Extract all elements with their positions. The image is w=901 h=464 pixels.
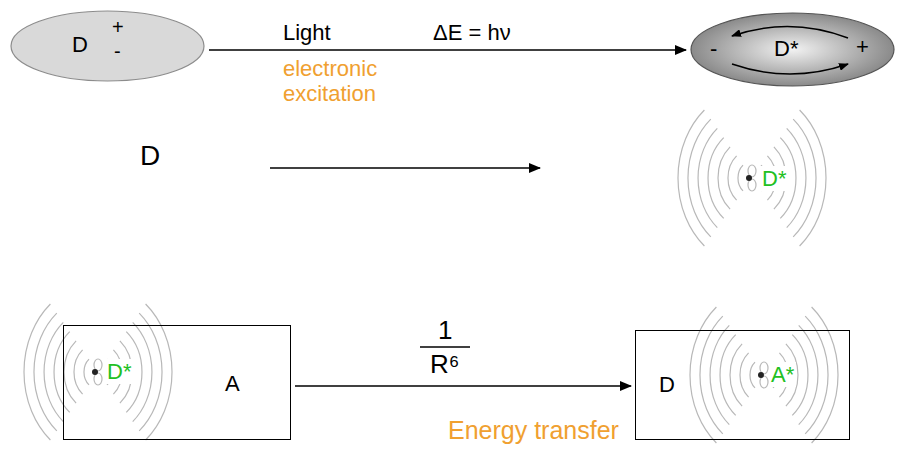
transfer-arrow bbox=[209, 49, 686, 51]
molecule-ellipse: - D* + bbox=[690, 12, 895, 87]
fraction-bar bbox=[420, 346, 470, 348]
process-arrow bbox=[270, 167, 540, 169]
node-text: - bbox=[114, 40, 121, 63]
molecule-outline bbox=[10, 10, 205, 82]
process-box: D* A bbox=[63, 325, 291, 440]
process-label: Energy transfer bbox=[448, 416, 619, 445]
node-text: A bbox=[225, 371, 240, 396]
molecule-label: D bbox=[140, 140, 160, 172]
fraction-numerator: 1 bbox=[438, 316, 452, 346]
transfer-arrow bbox=[295, 385, 631, 387]
node-text: - bbox=[710, 36, 717, 61]
node-text: + bbox=[856, 34, 869, 59]
excited-label: D* bbox=[760, 166, 788, 191]
node-text: D* bbox=[105, 359, 133, 384]
box-outline bbox=[63, 325, 291, 440]
node-text: D bbox=[72, 32, 88, 57]
node-text: D* bbox=[774, 36, 798, 61]
wave-contour bbox=[24, 304, 172, 440]
light-label: Light bbox=[283, 20, 331, 45]
fraction-denominator: R⁶ bbox=[430, 350, 459, 380]
node-text: A* bbox=[769, 362, 796, 387]
molecule-ellipse: D +- bbox=[10, 10, 205, 82]
energy-label: ΔE = hν bbox=[433, 20, 511, 45]
node-text: D bbox=[659, 372, 675, 397]
process-label: electronic excitation bbox=[283, 56, 413, 107]
node-text: + bbox=[112, 16, 124, 39]
wave-contour bbox=[678, 110, 826, 246]
process-box: D A* bbox=[635, 330, 850, 440]
wave-contour bbox=[690, 307, 838, 443]
